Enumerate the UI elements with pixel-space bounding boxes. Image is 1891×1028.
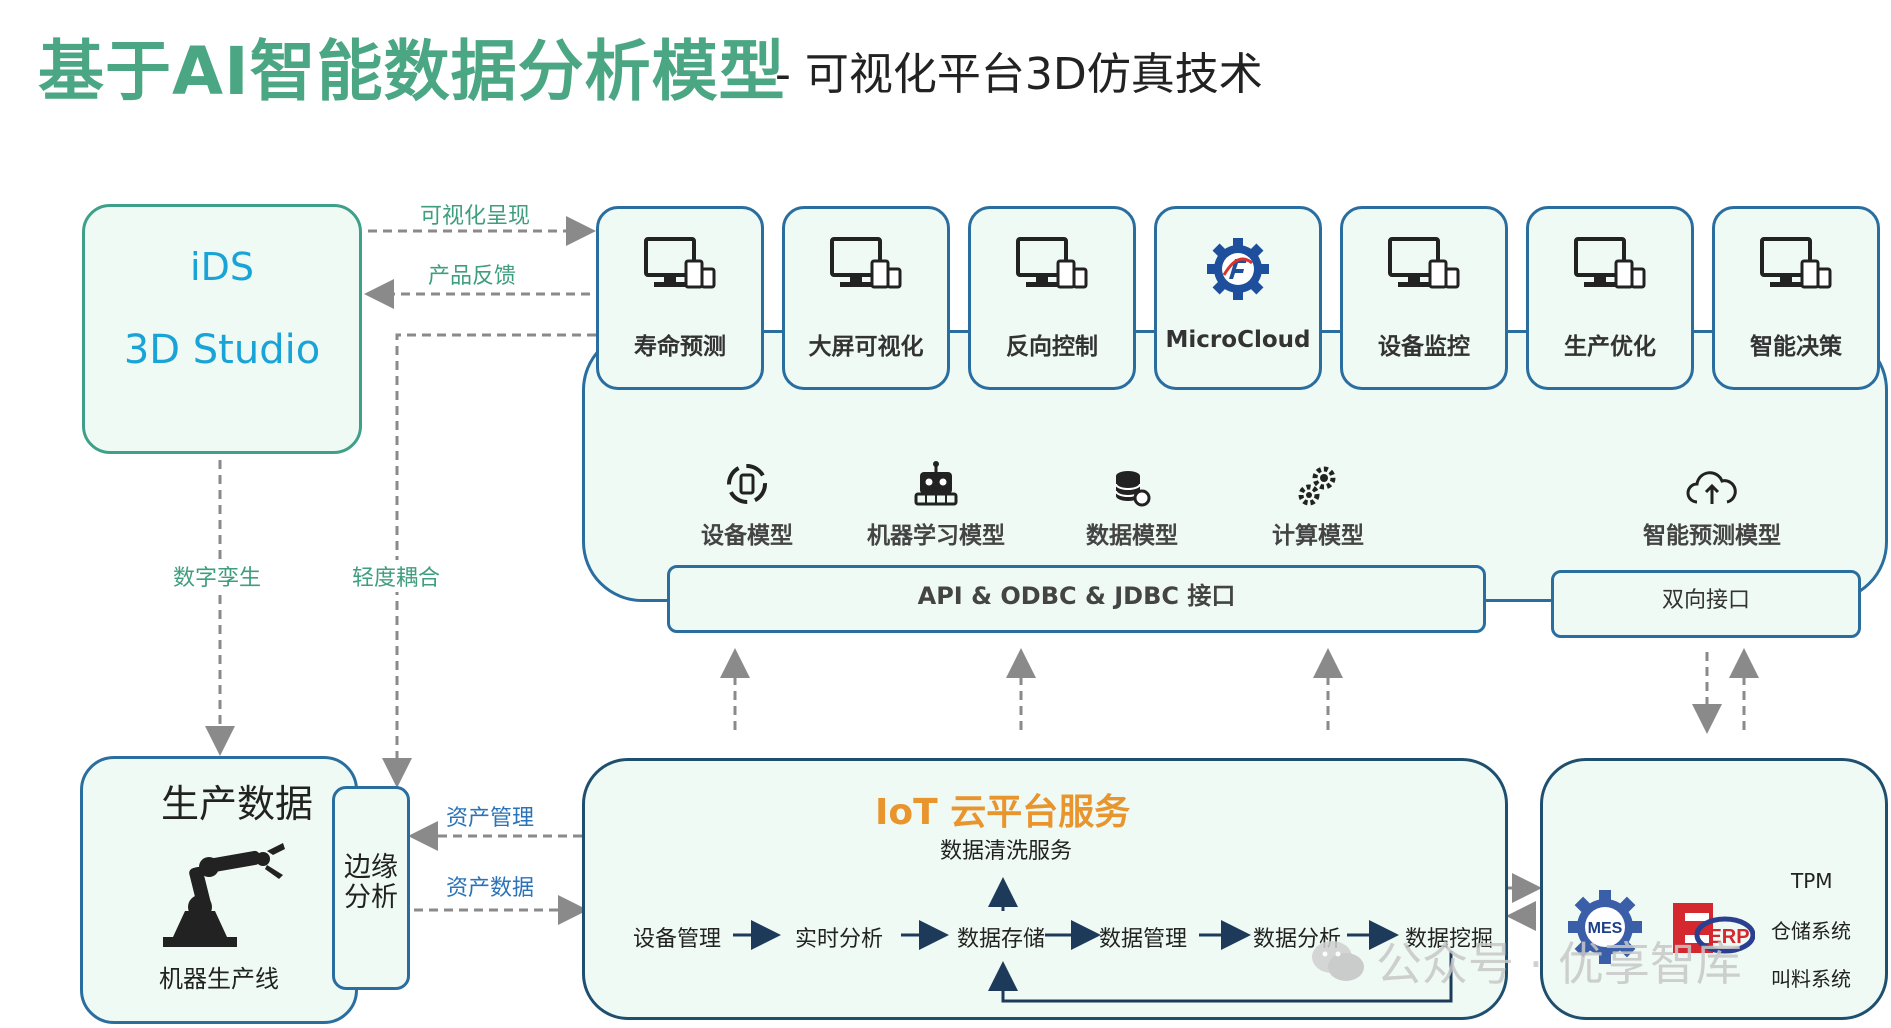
app-label: 大屏可视化 [808, 334, 924, 360]
enterprise-systems-box: MES ERP TPM 仓储系统 叫料系统 [1540, 758, 1888, 1020]
watermark-text: 公众号 · 优享智库 [1376, 937, 1742, 991]
visualize-label: 可视化呈现 [420, 204, 531, 229]
cycle-device-icon [690, 452, 804, 508]
iot-title: IoT 云平台服务 [875, 792, 1131, 833]
flow-data-storage: 数据存储 [957, 927, 1046, 952]
flow-device-mgmt: 设备管理 [633, 927, 722, 952]
robot-arm-icon [159, 841, 289, 955]
model-label: 设备模型 [701, 523, 793, 549]
mes-text: MES [1588, 920, 1623, 937]
production-data-box: 生产数据 机器生产线 [80, 756, 358, 1024]
ids-3d-studio-box: iDS 3D Studio [82, 204, 362, 454]
model-machine-learning: 机器学习模型 [858, 452, 1014, 550]
studio-label: 3D Studio [123, 327, 321, 373]
flow-data-mining: 数据挖掘 [1405, 927, 1494, 952]
erp-text: ERP [1708, 926, 1749, 948]
app-label: MicroCloud [1165, 327, 1311, 353]
wechat-icon [1310, 939, 1366, 996]
bidirectional-interface-box: 双向接口 [1551, 570, 1861, 638]
app-card-device-monitoring[interactable]: 设备监控 [1340, 206, 1508, 390]
app-card-smart-decision[interactable]: 智能决策 [1712, 206, 1880, 390]
model-label: 计算模型 [1272, 523, 1364, 549]
model-label: 数据模型 [1086, 523, 1178, 549]
model-label: 机器学习模型 [867, 523, 1005, 549]
mes-logo-icon: MES [1565, 887, 1645, 971]
model-compute: 计算模型 [1266, 452, 1370, 550]
tpm-label: TPM [1791, 869, 1833, 893]
data-cleaning-service: 数据清洗服务 [940, 839, 1073, 864]
app-card-big-screen[interactable]: 大屏可视化 [782, 206, 950, 390]
monitor-devices-icon [599, 237, 761, 297]
app-card-reverse-control[interactable]: 反向控制 [968, 206, 1136, 390]
asset-data-label: 资产数据 [446, 876, 535, 901]
edge-line1: 边缘 [344, 852, 398, 883]
erp-logo-icon: ERP [1671, 899, 1756, 963]
flow-data-mgmt: 数据管理 [1099, 927, 1188, 952]
app-label: 设备监控 [1378, 334, 1470, 360]
fii-gear-logo-icon [1157, 237, 1319, 300]
model-device: 设备模型 [690, 452, 804, 550]
database-icon [1080, 452, 1184, 508]
monitor-devices-icon [1715, 237, 1877, 297]
digital-twin-label: 数字孪生 [173, 560, 262, 592]
page-subtitle: - 可视化平台3D仿真技术 [775, 49, 1263, 100]
feedback-label: 产品反馈 [428, 264, 517, 289]
iot-flow-arrows [733, 877, 1453, 1003]
production-title: 生产数据 [161, 782, 314, 826]
edge-analysis-box: 边缘 分析 [332, 786, 410, 990]
flow-realtime-analysis: 实时分析 [795, 927, 884, 952]
ids-label: iDS [190, 245, 254, 289]
edge-label: 边缘 分析 [335, 853, 407, 913]
app-label: 反向控制 [1006, 334, 1098, 360]
light-coupling-label: 轻度耦合 [352, 560, 441, 592]
production-line-label: 机器生产线 [159, 965, 279, 993]
warehouse-system-label: 仓储系统 [1771, 919, 1851, 943]
app-card-production-optimization[interactable]: 生产优化 [1526, 206, 1694, 390]
app-label: 寿命预测 [634, 334, 726, 360]
model-label: 智能预测模型 [1643, 523, 1781, 549]
robot-icon [858, 452, 1014, 508]
app-label: 智能决策 [1750, 334, 1842, 360]
monitor-devices-icon [785, 237, 947, 297]
api-interface-box: API & ODBC & JDBC 接口 [667, 565, 1486, 633]
material-system-label: 叫料系统 [1771, 967, 1851, 991]
edge-line2: 分析 [344, 882, 398, 913]
app-card-lifetime-prediction[interactable]: 寿命预测 [596, 206, 764, 390]
asset-mgmt-label: 资产管理 [446, 806, 535, 831]
monitor-devices-icon [971, 237, 1133, 297]
model-smart-prediction: 智能预测模型 [1632, 452, 1792, 550]
gears-icon [1266, 452, 1370, 508]
app-label: 生产优化 [1564, 334, 1656, 360]
watermark: 公众号 · 优享智库 [1310, 928, 1742, 996]
monitor-devices-icon [1529, 237, 1691, 297]
monitor-devices-icon [1343, 237, 1505, 297]
page-title: 基于AI智能数据分析模型 [38, 33, 786, 110]
cloud-upload-icon [1632, 452, 1792, 508]
model-data: 数据模型 [1080, 452, 1184, 550]
app-card-microcloud[interactable]: MicroCloud [1154, 206, 1322, 390]
